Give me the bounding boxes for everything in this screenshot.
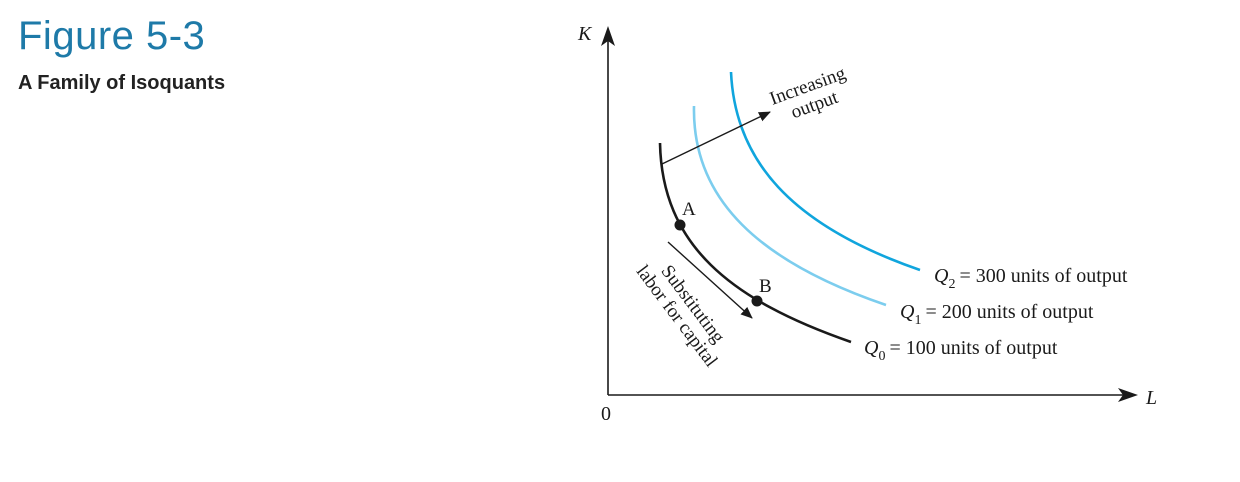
x-axis-label: L <box>1145 387 1157 409</box>
isoquant-q1-curve <box>692 105 887 307</box>
point-b <box>751 295 763 307</box>
isoquant-q2-label: Q2= 300 units of output <box>934 265 1128 292</box>
figure-title: A Family of Isoquants <box>18 72 226 94</box>
figure-number: Figure 5-3 <box>18 14 206 58</box>
isoquant-q0-curve <box>658 142 852 344</box>
x-axis-arrowhead <box>1118 388 1138 402</box>
isoquant-q2-curve <box>729 71 921 272</box>
point-a-label: A <box>682 199 696 220</box>
y-axis-label: K <box>577 23 593 45</box>
origin-label: 0 <box>601 403 611 425</box>
y-axis-arrowhead <box>601 26 615 46</box>
isoquant-q0-label: Q0= 100 units of output <box>864 337 1058 364</box>
point-b-label: B <box>759 276 772 297</box>
isoquant-q1-label: Q1= 200 units of output <box>900 301 1094 328</box>
substitution-arrow <box>667 241 753 319</box>
increasing-output-arrow <box>661 111 771 165</box>
point-a <box>674 219 686 231</box>
